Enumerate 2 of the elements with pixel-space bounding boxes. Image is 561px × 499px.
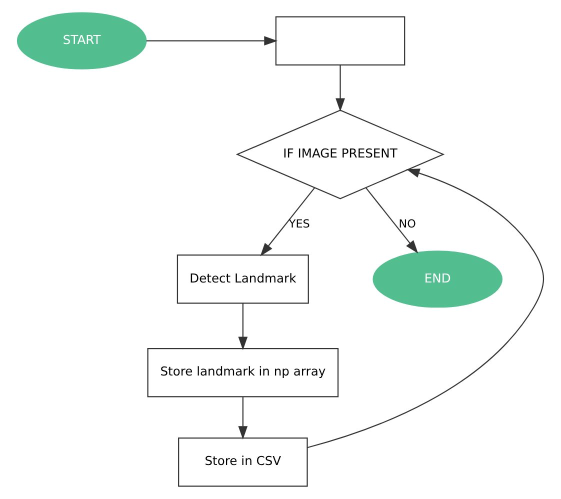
edge-label: NO xyxy=(398,218,416,231)
edge-label: YES xyxy=(288,218,310,231)
